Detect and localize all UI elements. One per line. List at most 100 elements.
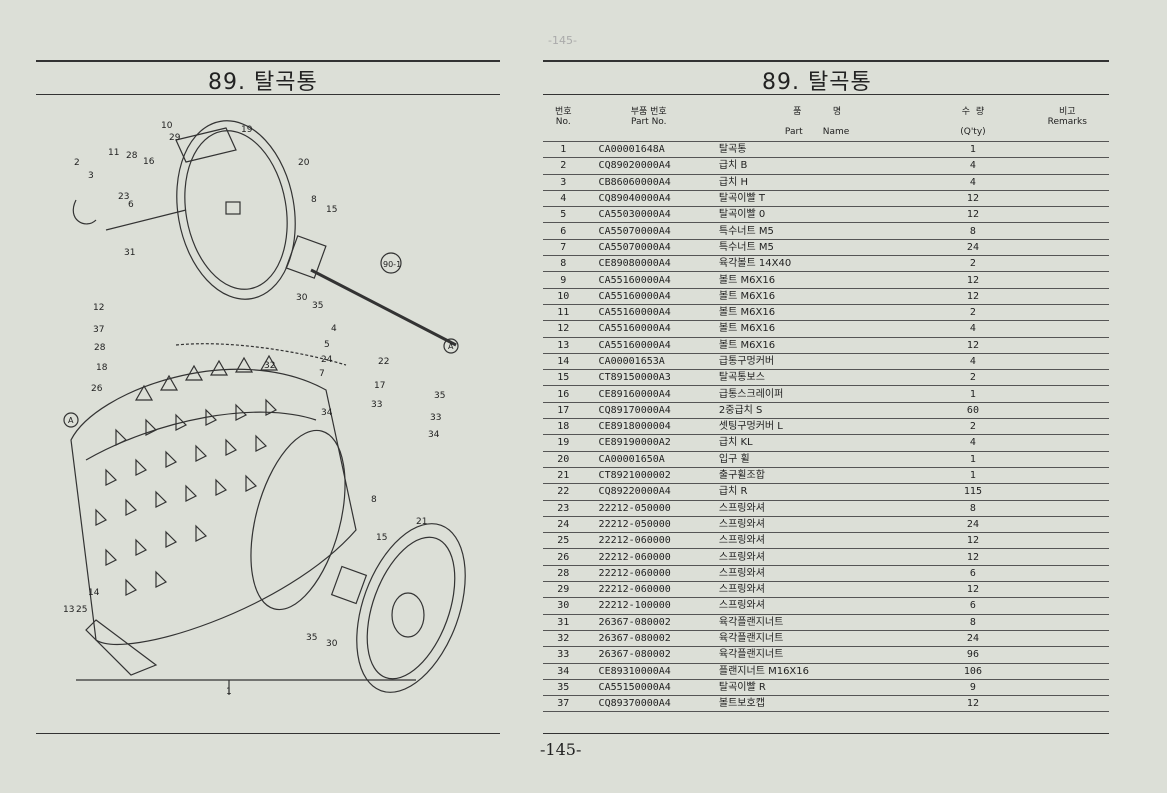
row-qty: 4 <box>920 352 1026 370</box>
row-name: 볼트 M6X16 <box>713 271 921 289</box>
inlet-wheel <box>176 120 296 300</box>
row-remarks <box>1025 564 1109 582</box>
row-name: 스프링와셔 <box>713 548 921 566</box>
row-remarks <box>1025 434 1109 452</box>
row-qty: 8 <box>920 613 1026 631</box>
row-part-no: CA00001653A <box>583 352 714 370</box>
label-23: 23 <box>118 192 129 202</box>
row-qty: 9 <box>920 678 1026 696</box>
row-remarks <box>1025 581 1109 598</box>
middle-disk <box>250 429 346 611</box>
row-part-no: CA55030000A4 <box>583 206 714 223</box>
label-12: 12 <box>93 303 104 313</box>
label-15b: 15 <box>376 533 387 543</box>
row-remarks <box>1025 450 1109 468</box>
col-qty: 수 량(Q'ty) <box>960 107 986 137</box>
label-6: 6 <box>128 200 134 210</box>
label-35c: 35 <box>306 633 317 643</box>
row-part-no: 22212-060000 <box>583 581 714 598</box>
row-no: 9 <box>543 271 584 289</box>
label-15: 15 <box>326 205 337 215</box>
row-qty: 1 <box>920 450 1026 468</box>
title-rule-left <box>36 94 500 95</box>
outlet-wheel <box>356 523 466 693</box>
label-29: 29 <box>169 133 181 143</box>
row-part-no: CE89310000A4 <box>583 662 714 680</box>
label-3: 3 <box>88 171 94 181</box>
header-mark: -145- <box>548 34 577 47</box>
inlet-wheel-rim <box>184 130 288 290</box>
row-qty: 12 <box>920 287 1026 305</box>
row-no: 25 <box>543 532 584 549</box>
label-26: 26 <box>91 384 103 394</box>
wheel-hub <box>225 201 241 215</box>
row-no: 35 <box>543 678 584 696</box>
label-22: 22 <box>378 357 389 367</box>
row-no: 5 <box>543 206 584 223</box>
row-part-no: CT89150000A3 <box>583 369 714 386</box>
row-no: 10 <box>543 287 584 305</box>
row-part-no: 26367-080002 <box>583 646 714 663</box>
row-qty: 4 <box>920 434 1026 452</box>
row-qty: 2 <box>920 255 1026 272</box>
row-no: 28 <box>543 564 584 582</box>
page-number: -145- <box>540 740 582 759</box>
row-name: 탈곡통 <box>713 140 921 158</box>
row-qty: 1 <box>920 466 1026 484</box>
row-qty: 24 <box>920 515 1026 533</box>
row-no: 31 <box>543 613 584 631</box>
row-part-no: CA55160000A4 <box>583 320 714 338</box>
row-remarks <box>1025 206 1109 223</box>
row-no: 37 <box>543 695 584 713</box>
row-no: 20 <box>543 450 584 468</box>
row-name: 스프링와셔 <box>713 581 921 598</box>
label-10: 10 <box>161 121 173 131</box>
row-remarks <box>1025 173 1109 191</box>
label-33b: 33 <box>430 413 441 423</box>
row-no: 7 <box>543 238 584 256</box>
row-qty: 4 <box>920 320 1026 338</box>
row-no: 16 <box>543 385 584 403</box>
row-part-no: CA55160000A4 <box>583 271 714 289</box>
row-remarks <box>1025 548 1109 566</box>
row-remarks <box>1025 418 1109 435</box>
row-part-no: CA55160000A4 <box>583 303 714 321</box>
row-remarks <box>1025 597 1109 615</box>
row-name: 탈곡통보스 <box>713 369 921 386</box>
row-qty: 4 <box>920 173 1026 191</box>
label-8b: 8 <box>371 495 377 505</box>
row-name: 출구휠조합 <box>713 466 921 484</box>
bottom-rule-left <box>36 733 500 734</box>
label-30: 30 <box>296 293 308 303</box>
label-a-right: A <box>448 342 454 351</box>
row-part-no: CT8921000002 <box>583 466 714 484</box>
label-4: 4 <box>331 324 337 334</box>
row-qty: 96 <box>920 646 1026 663</box>
row-name: 스프링와셔 <box>713 564 921 582</box>
row-no: 8 <box>543 255 584 272</box>
label-30b: 30 <box>326 639 338 649</box>
label-1: 1 <box>226 687 232 697</box>
row-part-no: 26367-080002 <box>583 613 714 631</box>
row-name: 육각볼트 14X40 <box>713 255 921 272</box>
label-37: 37 <box>93 325 104 335</box>
